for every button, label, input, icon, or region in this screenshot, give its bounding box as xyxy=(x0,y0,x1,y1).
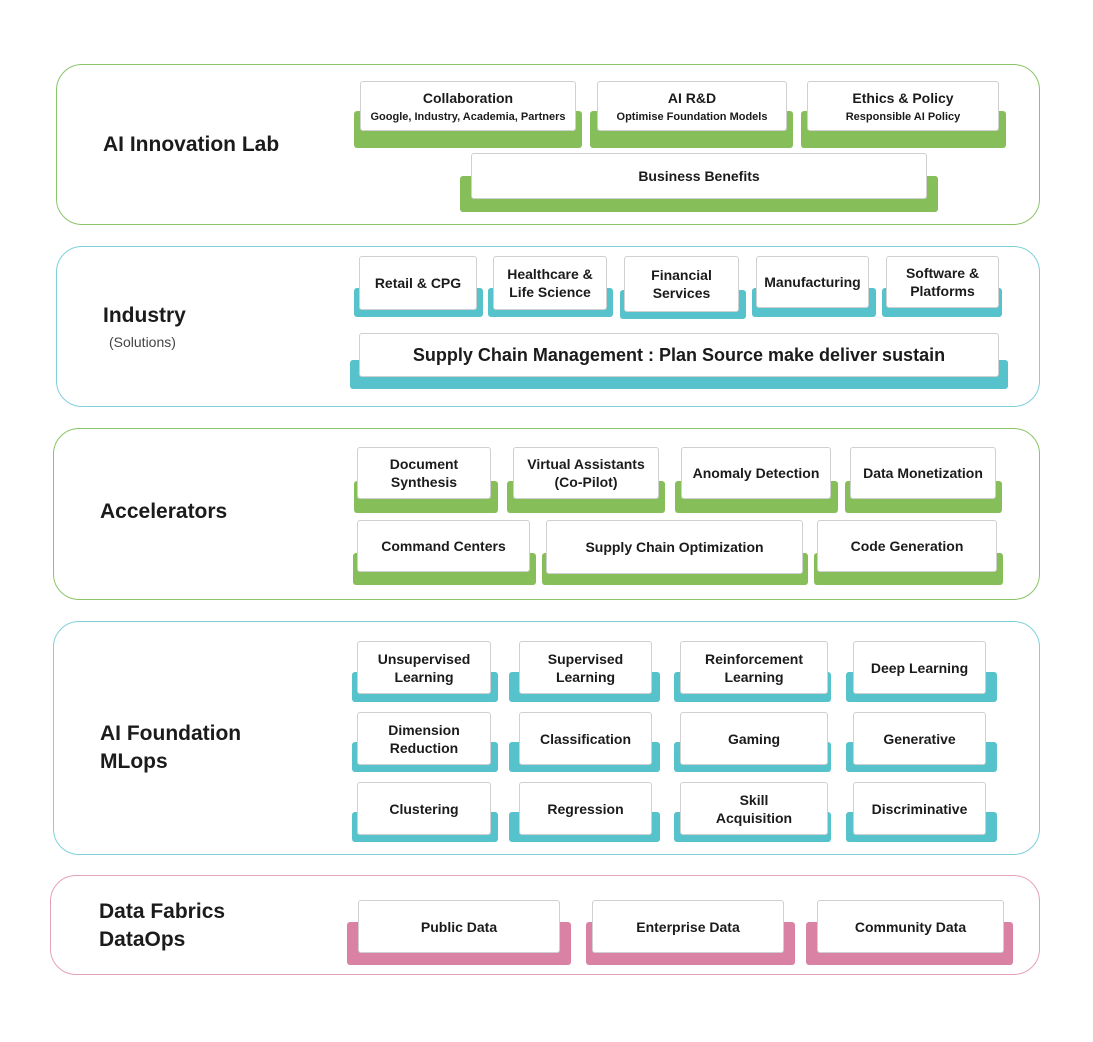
box-classification: Classification xyxy=(519,712,652,765)
box-command-centers: Command Centers xyxy=(357,520,530,572)
box-anomaly-detection: Anomaly Detection xyxy=(681,447,831,499)
box-dimension-reduction: Dimension Reduction xyxy=(357,712,491,765)
box-virtual-assistants: Virtual Assistants (Co-Pilot) xyxy=(513,447,659,499)
layer-title-foundation-line2: MLops xyxy=(100,750,168,773)
box-retail-cpg: Retail & CPG xyxy=(359,256,477,310)
box-supply-chain-optimization: Supply Chain Optimization xyxy=(546,520,803,574)
box-unsupervised-learning: Unsupervised Learning xyxy=(357,641,491,694)
layer-subtitle-industry: (Solutions) xyxy=(109,334,176,350)
layer-title-data-line2: DataOps xyxy=(99,928,186,951)
box-community-data: Community Data xyxy=(817,900,1004,953)
box-data-monetization: Data Monetization xyxy=(850,447,996,499)
box-code-generation: Code Generation xyxy=(817,520,997,572)
box-ai-rd: AI R&D Optimise Foundation Models xyxy=(597,81,787,131)
box-skill-acquisition: Skill Acquisition xyxy=(680,782,828,835)
box-business-benefits: Business Benefits xyxy=(471,153,927,199)
box-clustering: Clustering xyxy=(357,782,491,835)
box-financial-services: Financial Services xyxy=(624,256,739,312)
box-supervised-learning: Supervised Learning xyxy=(519,641,652,694)
layer-title-data-line1: Data Fabrics xyxy=(99,900,226,923)
box-public-data: Public Data xyxy=(358,900,560,953)
box-deep-learning: Deep Learning xyxy=(853,641,986,694)
box-manufacturing: Manufacturing xyxy=(756,256,869,308)
layer-title-industry: Industry xyxy=(103,304,186,327)
box-supply-chain-management: Supply Chain Management : Plan Source ma… xyxy=(359,333,999,377)
box-generative: Generative xyxy=(853,712,986,765)
box-gaming: Gaming xyxy=(680,712,828,765)
layer-title-accelerators: Accelerators xyxy=(100,500,228,523)
box-healthcare: Healthcare & Life Science xyxy=(493,256,607,310)
box-enterprise-data: Enterprise Data xyxy=(592,900,784,953)
box-collaboration: Collaboration Google, Industry, Academia… xyxy=(360,81,576,131)
layer-title-innovation: AI Innovation Lab xyxy=(103,133,280,156)
box-reinforcement-learning: Reinforcement Learning xyxy=(680,641,828,694)
box-regression: Regression xyxy=(519,782,652,835)
box-document-synthesis: Document Synthesis xyxy=(357,447,491,499)
box-software-platforms: Software & Platforms xyxy=(886,256,999,308)
box-discriminative: Discriminative xyxy=(853,782,986,835)
layer-title-foundation-line1: AI Foundation xyxy=(100,722,242,745)
box-ethics-policy: Ethics & Policy Responsible AI Policy xyxy=(807,81,999,131)
